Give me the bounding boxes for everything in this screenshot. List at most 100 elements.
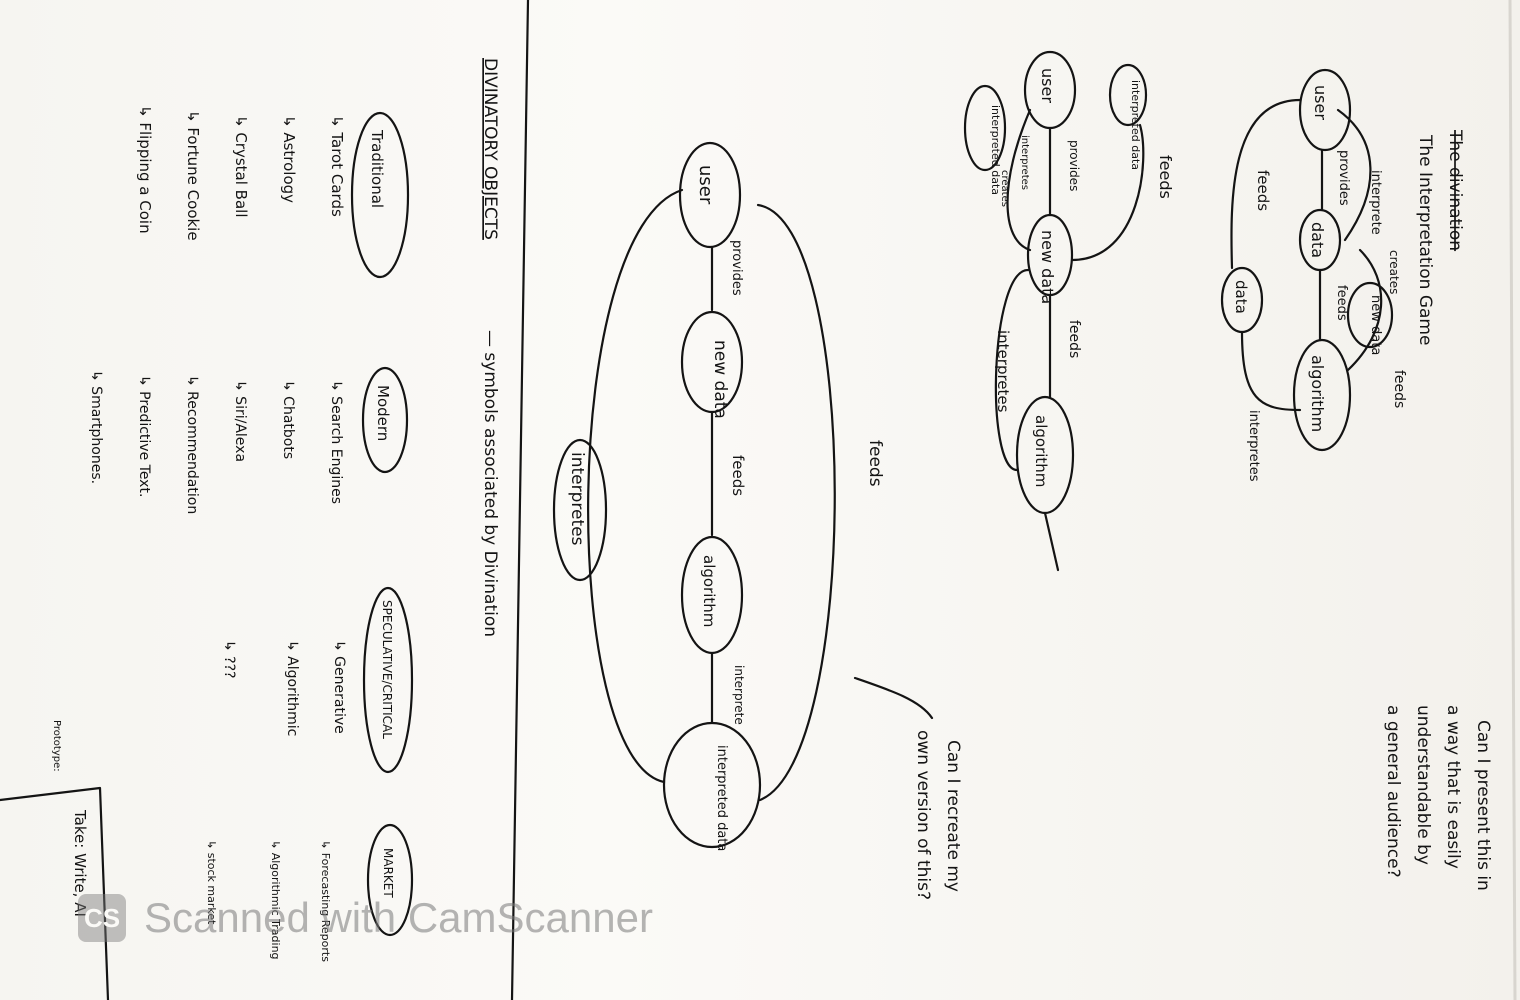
watermark-text: Scanned with CamScanner: [144, 894, 653, 941]
mt-label-interpretes-small: interpretes: [1019, 135, 1030, 190]
question-line-3: understandable by: [1413, 705, 1433, 865]
speculative-item-1: ↳ Generative: [331, 640, 347, 734]
mt-label-feeds: feeds: [1066, 320, 1082, 358]
c-node-algorithm-label: algorithm: [700, 555, 718, 627]
mt-label-interpretes: interpretes: [994, 330, 1012, 413]
mt-node-data-label: new data: [1038, 230, 1057, 304]
traditional-item-1: ↳ Tarot Cards: [328, 115, 346, 217]
mt-arrow-interpretes: [994, 268, 1030, 472]
mt-label-creates: creates: [999, 170, 1010, 207]
c-label-feeds: feeds: [729, 455, 747, 496]
market-item-1: ↳ Forecasting Reports: [319, 840, 332, 962]
c-node-new-data-label: new data: [710, 340, 730, 419]
label-creates: creates: [1387, 250, 1401, 294]
mt-arrow-feeds-back: [1070, 123, 1145, 262]
divinatory-title: DIVINATORY OBJECTS: [480, 58, 500, 240]
mt-node-interpreted-2: [963, 84, 1007, 172]
node-user-label: user: [1311, 85, 1330, 120]
middle-top-diagram: user interpreted data interpreted data n…: [963, 50, 1175, 572]
c-node-user-label: user: [695, 165, 716, 205]
col-modern-heading: Modern: [374, 385, 392, 441]
c-label-feeds-loop: feeds: [865, 440, 885, 487]
scanner-watermark: CS Scanned with CamScanner: [78, 888, 798, 948]
label-interprete: interprete: [1368, 170, 1383, 235]
camscanner-logo-icon: CS: [78, 894, 126, 942]
mt-node-interpreted-label: interpreted data: [1129, 80, 1142, 170]
node-new-data: [1346, 281, 1394, 349]
modern-item-3: ↳ Siri/Alexa: [232, 380, 248, 462]
label-provides: provides: [1336, 150, 1351, 206]
c-node-interpreted-data-label: interpreted data: [714, 745, 729, 851]
col-market-bubble: [366, 823, 414, 937]
traditional-item-5: ↳ Flipping a Coin: [136, 105, 154, 234]
question-note: Can I present this in a way that is easi…: [1383, 705, 1493, 891]
modern-item-2: ↳ Chatbots: [280, 380, 296, 459]
c-node-interpretes-label: interpretes: [567, 452, 587, 546]
col-speculative-bubble: [362, 586, 414, 774]
mt-node-interpreted: [1108, 63, 1148, 127]
center-divider-line: [510, 0, 530, 1000]
page-edge: [1508, 0, 1517, 1000]
c-label-interprete: interprete: [732, 665, 746, 725]
c-node-interpreted-data: [662, 721, 762, 849]
prototype-note: Take: Write, AI: [71, 809, 89, 917]
traditional-item-3: ↳ Crystal Ball: [232, 115, 250, 218]
c-node-interpretes: [552, 438, 608, 582]
prototype-box: [0, 786, 110, 1000]
central-loop-diagram: user new data algorithm interpreted data…: [552, 141, 963, 900]
label-feeds-left: feeds: [1254, 170, 1272, 211]
arrow-feeds-right: [1346, 248, 1383, 372]
interpretation-game-title: The Interpretation Game: [1415, 134, 1435, 345]
c-node-user: [678, 141, 742, 249]
col-traditional-bubble: [350, 111, 410, 279]
mt-label-feeds-back: feeds: [1156, 155, 1175, 199]
struck-title: The divination: [1445, 129, 1465, 251]
mt-arrow-creates: [1006, 108, 1032, 252]
mt-label-provides: provides: [1067, 140, 1081, 191]
col-speculative-heading: SPECULATIVE/CRITICAL: [380, 600, 394, 739]
node-user: [1298, 68, 1352, 152]
modern-item-6: ↳ Smartphones.: [88, 370, 104, 484]
mt-node-algorithm-label: algorithm: [1032, 415, 1050, 487]
c-arrow-feeds-loop: [756, 203, 836, 802]
question-line-1: Can I present this in: [1473, 720, 1493, 891]
c-arrow-interpretes-loop: [587, 188, 684, 784]
mt-node-interpreted-2-label: interpreted data: [989, 105, 1002, 195]
recreate-question-line-2: own version of this?: [913, 730, 933, 900]
node-algorithm-label: algorithm: [1308, 355, 1327, 432]
c-arrow-to-question: [853, 676, 934, 720]
recreate-question-line-1: Can I recreate my: [943, 740, 963, 892]
question-line-2: a way that is easily: [1443, 705, 1463, 869]
speculative-item-3: ↳ ???: [221, 640, 237, 678]
label-interpretes-left: interpretes: [1246, 410, 1261, 482]
prototype-label: Prototype:: [51, 720, 62, 772]
divinatory-objects-section: DIVINATORY OBJECTS — symbols associated …: [0, 58, 500, 1000]
traditional-item-2: ↳ Astrology: [280, 115, 298, 203]
speculative-item-2: ↳ Algorithmic: [284, 640, 300, 736]
mt-arrow-out: [1043, 511, 1060, 572]
label-feeds-right: feeds: [1391, 370, 1407, 408]
node-data-left-label: data: [1232, 280, 1250, 314]
label-feeds-mid: feeds: [1334, 285, 1349, 321]
question-line-4: a general audience?: [1383, 705, 1403, 878]
interpretation-game-diagram: The divination The Interpretation Game u…: [1220, 68, 1465, 482]
market-item-2: ↳ Algorithmic Trading: [269, 840, 282, 960]
mt-node-user-label: user: [1038, 68, 1057, 103]
col-modern-bubble: [361, 366, 409, 474]
node-data-label: data: [1308, 222, 1327, 258]
modern-item-4: ↳ Recommendation: [184, 375, 200, 514]
arrow-interprete: [1336, 108, 1372, 242]
node-algorithm: [1292, 338, 1352, 452]
modern-item-1: ↳ Search Engines: [328, 380, 344, 504]
arrow-feeds-left: [1230, 98, 1302, 270]
traditional-item-4: ↳ Fortune Cookie: [184, 110, 202, 241]
c-label-provides: provides: [729, 240, 744, 296]
col-market-heading: MARKET: [381, 848, 395, 898]
divinatory-subtitle: — symbols associated by Divination: [480, 330, 500, 637]
market-item-3: ↳ stock market: [205, 840, 218, 925]
col-traditional-heading: Traditional: [368, 129, 386, 208]
modern-item-5: ↳ Predictive Text.: [136, 375, 152, 497]
arrow-interpretes-left: [1240, 330, 1302, 412]
